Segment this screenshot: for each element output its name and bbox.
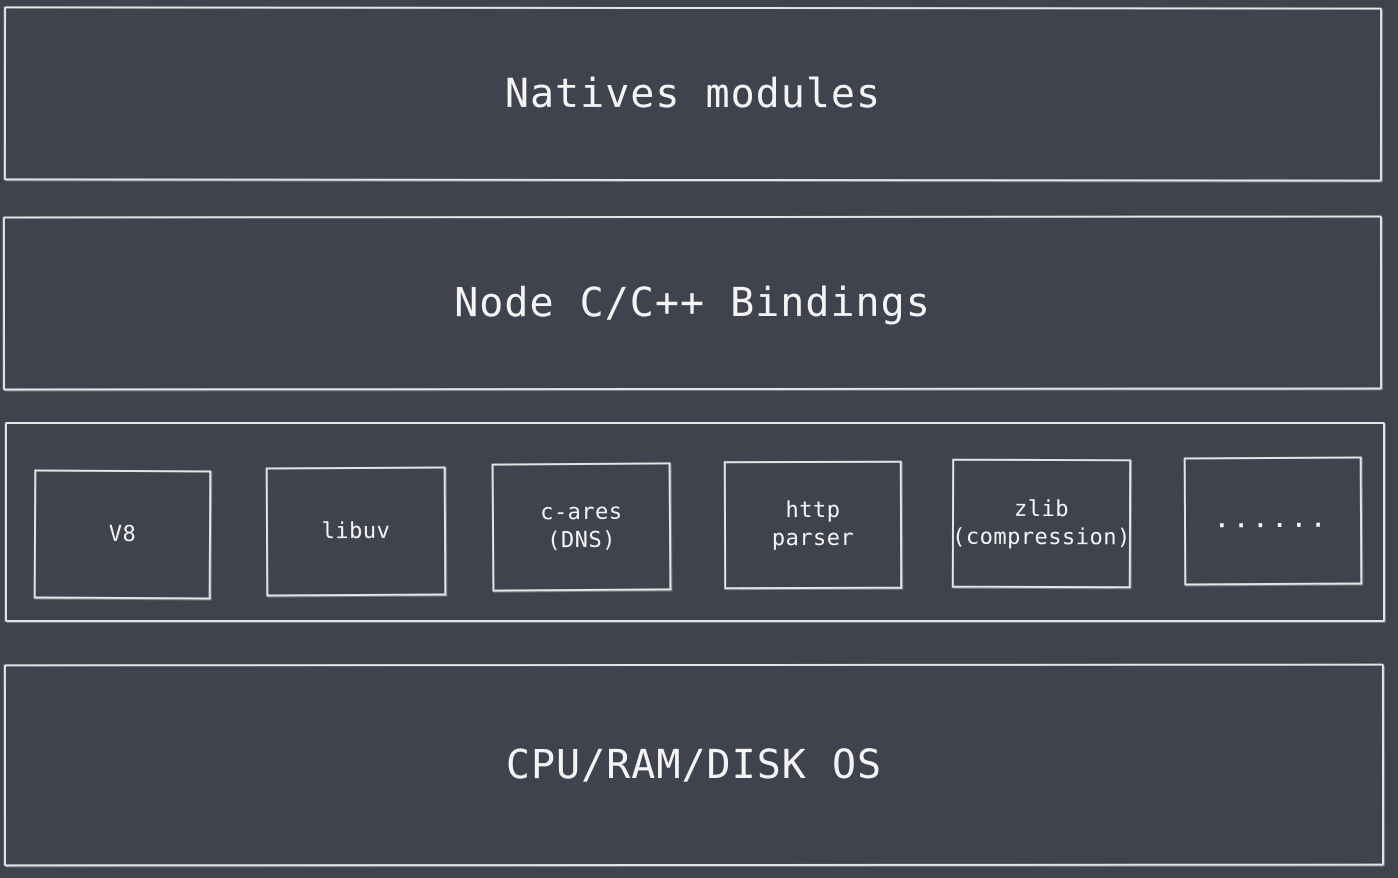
dependencies-layer: V8 libuv c-ares (DNS) http parser zlib (… bbox=[5, 422, 1385, 622]
node-bindings-layer: Node C/C++ Bindings bbox=[2, 215, 1383, 391]
dependency-box-libuv: libuv bbox=[265, 466, 447, 597]
dependency-label: V8 bbox=[108, 521, 137, 547]
dependency-box-v8: V8 bbox=[33, 469, 212, 600]
os-hardware-label: CPU/RAM/DISK OS bbox=[505, 741, 883, 789]
dependency-label-ellipsis: ...... bbox=[1215, 507, 1331, 534]
dependency-label: http parser bbox=[771, 497, 855, 552]
dependency-label: c-ares (DNS) bbox=[540, 499, 623, 554]
dependency-box-c-ares: c-ares (DNS) bbox=[491, 462, 672, 592]
dependency-box-http-parser: http parser bbox=[723, 460, 903, 590]
dependency-label: zlib (compression) bbox=[952, 496, 1131, 550]
dependency-box-more: ...... bbox=[1183, 456, 1363, 586]
natives-modules-label: Natives modules bbox=[504, 70, 882, 118]
dependency-label: libuv bbox=[321, 518, 391, 544]
node-bindings-label: Node C/C++ Bindings bbox=[454, 279, 931, 327]
dependency-box-zlib: zlib (compression) bbox=[951, 458, 1132, 589]
os-hardware-layer: CPU/RAM/DISK OS bbox=[3, 663, 1385, 867]
natives-modules-layer: Natives modules bbox=[3, 6, 1383, 182]
